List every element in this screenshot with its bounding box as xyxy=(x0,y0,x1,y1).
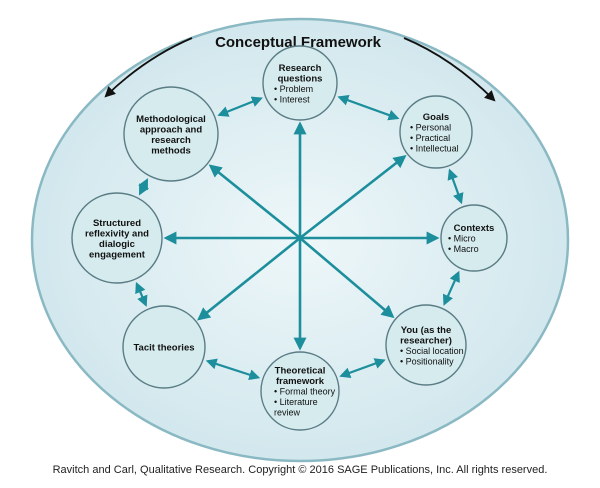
link-contexts-to-you-as-researcher xyxy=(442,270,460,306)
title-arrow-right xyxy=(403,37,496,102)
spokes-layer xyxy=(163,121,440,351)
node-title-research-questions-0: Research xyxy=(279,63,322,74)
node-title-theoretical-framework-1: framework xyxy=(276,376,325,387)
node-title-methodological-approach-3: methods xyxy=(151,145,191,156)
ring-links-layer xyxy=(135,95,464,381)
spoke-arrow-goals xyxy=(299,155,407,240)
node-bullet-theoretical-framework-2: review xyxy=(274,408,301,418)
node-title-research-questions-1: questions xyxy=(278,73,323,84)
link-goals-to-contexts xyxy=(447,168,464,205)
link-research-questions-to-goals xyxy=(337,95,400,121)
node-bullet-research-questions-1: • Interest xyxy=(274,94,310,104)
node-circle-contexts xyxy=(440,204,508,272)
copyright-notice: Ravitch and Carl, Qualitative Research. … xyxy=(52,464,548,476)
node-title-goals-0: Goals xyxy=(423,112,449,123)
node-circle-goals xyxy=(399,95,473,169)
node-circle-structured-reflexivity xyxy=(71,192,163,284)
spoke-arrow-methodological-approach xyxy=(208,164,301,240)
node-bullet-contexts-1: • Macro xyxy=(448,244,479,254)
node-contexts: Contexts• Micro• Macro xyxy=(440,204,508,272)
node-circle-you-as-researcher xyxy=(385,304,467,386)
spoke-arrow-you-as-researcher xyxy=(299,237,395,319)
link-tacit-theories-to-structured-reflexivity xyxy=(135,281,148,307)
node-title-you-as-researcher-0: You (as the xyxy=(401,325,452,336)
node-title-structured-reflexivity-2: dialogic xyxy=(99,239,135,250)
node-circle-tacit-theories xyxy=(122,305,206,389)
link-you-as-researcher-to-theoretical-framework xyxy=(339,358,386,379)
node-title-methodological-approach-0: Methodological xyxy=(136,114,206,125)
node-title-structured-reflexivity-3: engagement xyxy=(89,249,146,260)
node-circle-methodological-approach xyxy=(123,86,219,182)
diagram-title: Conceptual Framework xyxy=(215,34,382,51)
node-title-you-as-researcher-1: researcher) xyxy=(400,335,452,346)
link-methodological-approach-to-research-questions xyxy=(217,96,263,117)
node-circle-research-questions xyxy=(262,45,338,121)
node-title-methodological-approach-1: approach and xyxy=(140,124,202,135)
node-goals: Goals• Personal• Practical• Intellectual xyxy=(399,95,473,169)
node-bullet-theoretical-framework-0: • Formal theory xyxy=(274,387,336,397)
node-title-structured-reflexivity-1: reflexivity and xyxy=(85,228,149,239)
spoke-arrow-tacit-theories xyxy=(197,236,301,321)
title-arrow-left xyxy=(104,37,193,98)
link-theoretical-framework-to-tacit-theories xyxy=(205,358,261,381)
node-title-structured-reflexivity-0: Structured xyxy=(93,218,141,229)
node-title-contexts-0: Contexts xyxy=(454,223,495,234)
node-bullet-goals-1: • Practical xyxy=(410,133,450,143)
node-bullet-you-as-researcher-0: • Social location xyxy=(400,346,464,356)
node-title-tacit-theories-0: Tacit theories xyxy=(133,343,194,354)
node-title-theoretical-framework-0: Theoretical xyxy=(275,366,326,377)
node-bullet-you-as-researcher-1: • Positionality xyxy=(400,356,454,366)
node-circle-theoretical-framework xyxy=(260,351,340,431)
node-title-methodological-approach-2: research xyxy=(151,135,191,146)
link-structured-reflexivity-to-methodological-approach xyxy=(138,178,149,196)
node-bullet-contexts-0: • Micro xyxy=(448,234,476,244)
node-bullet-goals-0: • Personal xyxy=(410,122,451,132)
node-tacit-theories: Tacit theories xyxy=(122,305,206,389)
node-bullet-theoretical-framework-1: • Literature xyxy=(274,397,318,407)
node-bullet-research-questions-0: • Problem xyxy=(274,84,313,94)
node-bullet-goals-2: • Intellectual xyxy=(410,143,459,153)
